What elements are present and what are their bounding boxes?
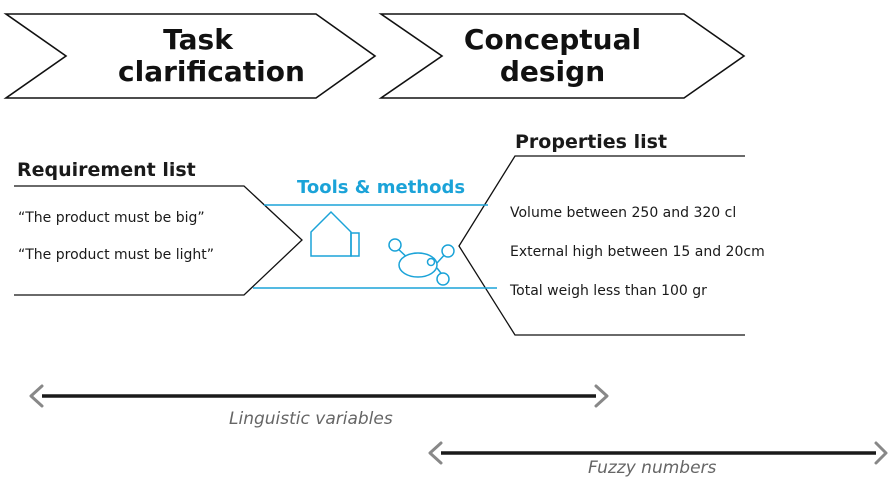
chevron-task-clarification xyxy=(3,13,377,99)
property-item: Total weigh less than 100 gr xyxy=(510,283,707,299)
properties-list-shape xyxy=(458,155,745,336)
property-item: Volume between 250 and 320 cl xyxy=(510,205,737,221)
requirement-item: “The product must be big” xyxy=(18,210,205,226)
stage-1-line-2: clarification xyxy=(118,55,305,88)
stage-2-line-2: design xyxy=(499,55,606,88)
property-item: External high between 15 and 20cm xyxy=(510,244,765,260)
house-icon xyxy=(310,210,360,257)
linguistic-variables-arrow xyxy=(29,384,609,408)
fuzzy-numbers-arrow xyxy=(428,441,888,465)
requirement-list-title: Requirement list xyxy=(17,159,196,181)
linguistic-variables-label: Linguistic variables xyxy=(229,409,393,429)
stage-2-line-1: Conceptual xyxy=(463,23,642,56)
network-graph-icon xyxy=(388,238,455,286)
stage-conceptual-design-label: Conceptual design xyxy=(460,24,645,88)
requirement-item: “The product must be light” xyxy=(18,247,215,263)
stage-task-clarification-label: Task clarification xyxy=(118,23,305,88)
chevron-conceptual-design xyxy=(378,13,746,99)
requirement-list-shape xyxy=(14,185,303,296)
stage-1-line-1: Task xyxy=(163,23,233,56)
tools-methods-title: Tools & methods xyxy=(297,177,466,198)
properties-list-title: Properties list xyxy=(515,131,668,153)
fuzzy-numbers-label: Fuzzy numbers xyxy=(588,458,717,478)
